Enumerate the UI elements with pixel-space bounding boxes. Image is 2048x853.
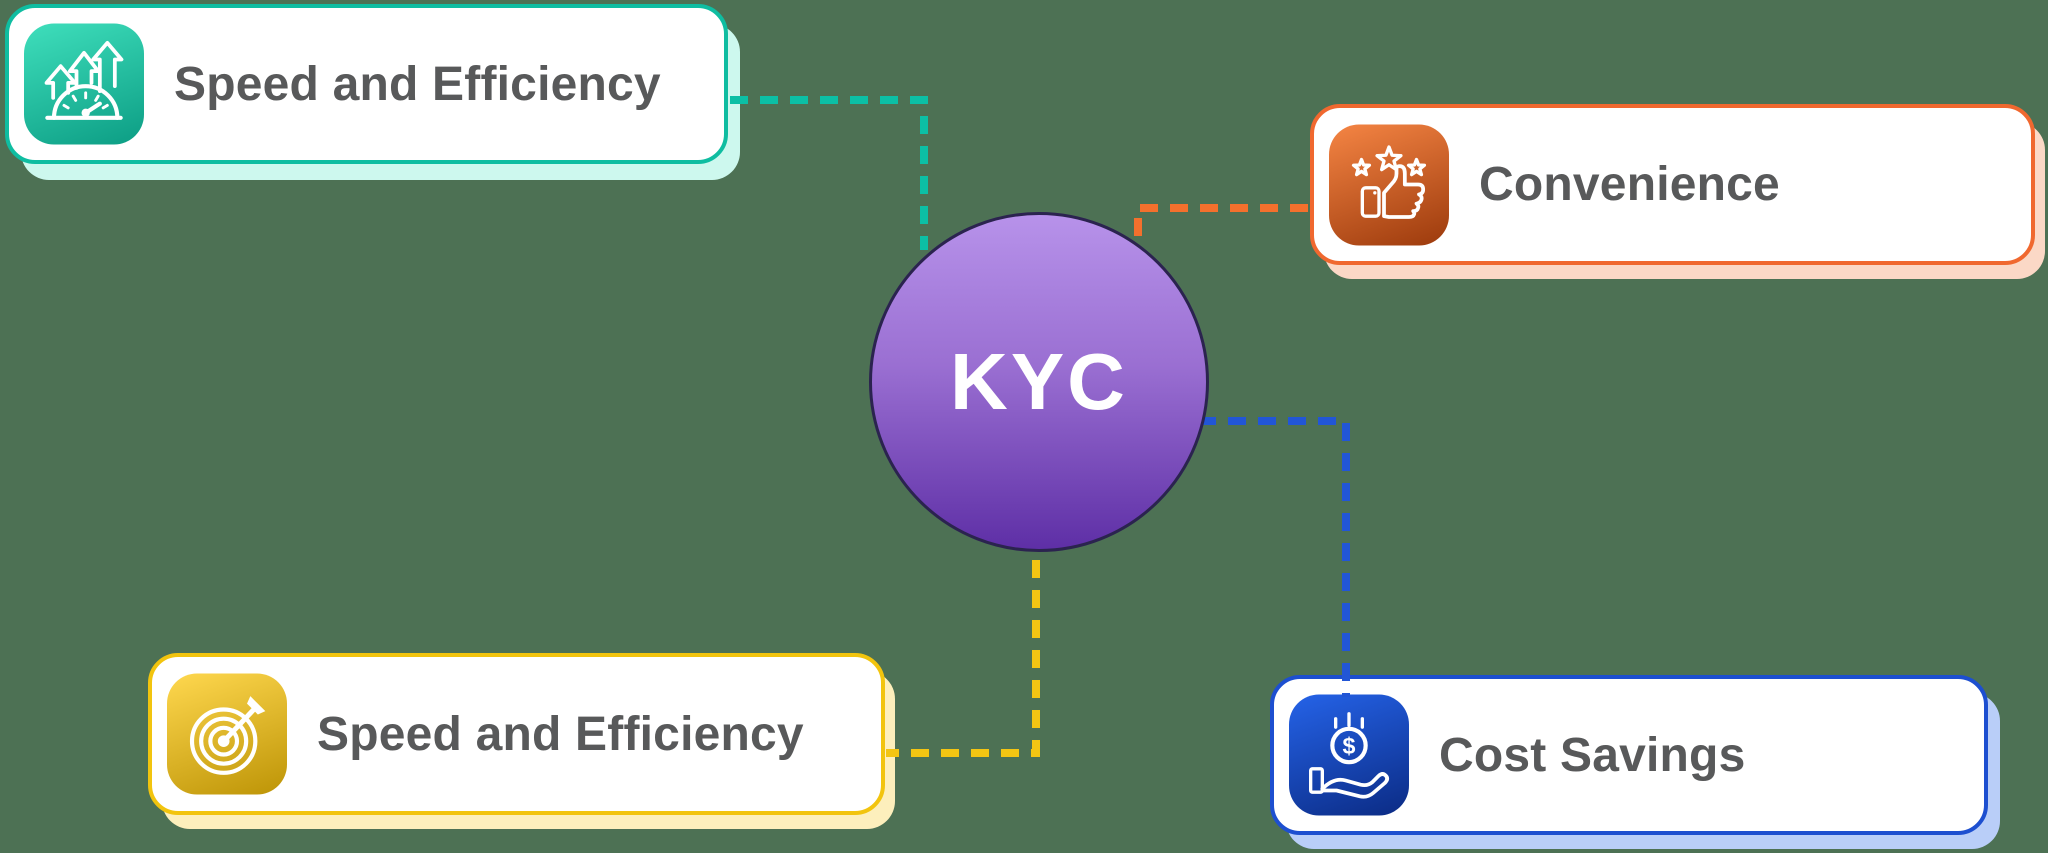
card-label: Speed and Efficiency <box>174 57 661 111</box>
thumbs-up-stars-icon <box>1329 124 1449 245</box>
hand-coin-icon: $ <box>1289 694 1409 816</box>
target-dart-icon <box>167 673 287 795</box>
card-convenience: Convenience <box>1310 104 2035 265</box>
card-label: Convenience <box>1479 158 1780 211</box>
card-label: Cost Savings <box>1439 728 1746 782</box>
card-label: Speed and Efficiency <box>317 707 804 761</box>
kyc-circle: KYC <box>869 212 1209 552</box>
card-speed-efficiency-bottom: Speed and Efficiency <box>148 653 885 815</box>
card-speed-efficiency-top: Speed and Efficiency <box>5 4 728 164</box>
connector-cost-savings <box>1198 417 1350 697</box>
kyc-label: KYC <box>950 337 1128 426</box>
card-cost-savings: $ Cost Savings <box>1270 675 1988 835</box>
connector-convenience <box>1134 204 1308 248</box>
speedometer-arrows-icon <box>24 23 144 145</box>
svg-text:$: $ <box>1343 732 1356 758</box>
connector-speed-top <box>730 96 928 250</box>
connector-speed-bottom <box>886 560 1040 757</box>
